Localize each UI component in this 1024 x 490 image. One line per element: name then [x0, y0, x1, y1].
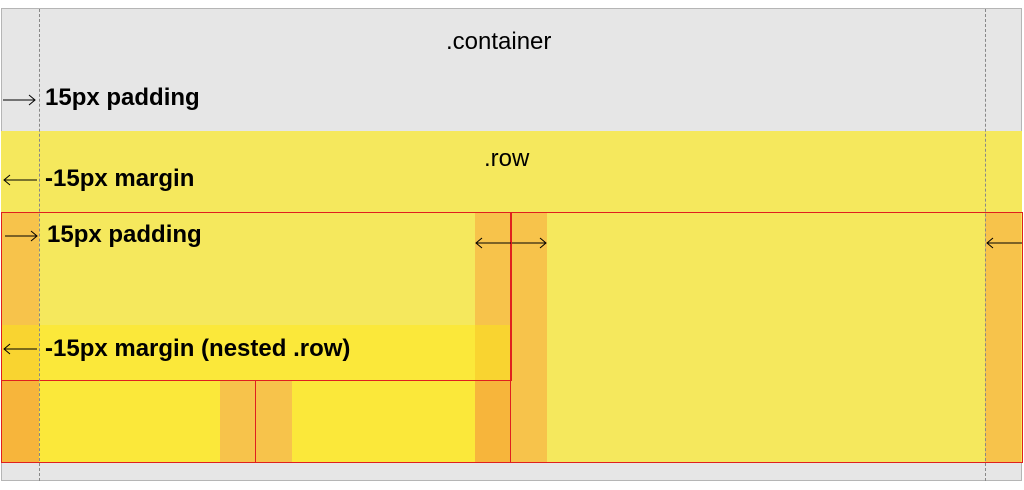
column-border-left [1, 212, 512, 381]
guide-line-right [985, 9, 986, 481]
nested-row-edge-right [475, 325, 511, 380]
nested-row-margin-label: -15px margin (nested .row) [45, 335, 351, 362]
col-padding-label: 15px padding [47, 221, 202, 248]
nested-col-gutter-4 [475, 380, 511, 462]
arrow-right-icon [3, 93, 37, 107]
guide-line-left [39, 9, 40, 481]
nested-col-gutter-1 [2, 380, 39, 462]
row-margin-label: -15px margin [45, 165, 195, 192]
nested-col-divider [255, 380, 256, 462]
arrow-right-icon [5, 229, 39, 243]
arrow-left-icon [475, 236, 511, 250]
arrow-left-icon [3, 173, 37, 187]
container-label: .container [446, 28, 552, 55]
row-label: .row [484, 145, 530, 172]
right-column-gutter-left [511, 213, 547, 462]
arrow-left-icon [986, 236, 1022, 250]
nested-col-gutter-3 [256, 380, 292, 462]
column-divider [510, 212, 511, 463]
right-column-gutter-right [985, 213, 1021, 462]
nested-col-gutter-2 [220, 380, 256, 462]
arrow-right-icon [512, 236, 548, 250]
container-padding-label: 15px padding [45, 84, 200, 111]
arrow-left-icon [3, 342, 37, 356]
